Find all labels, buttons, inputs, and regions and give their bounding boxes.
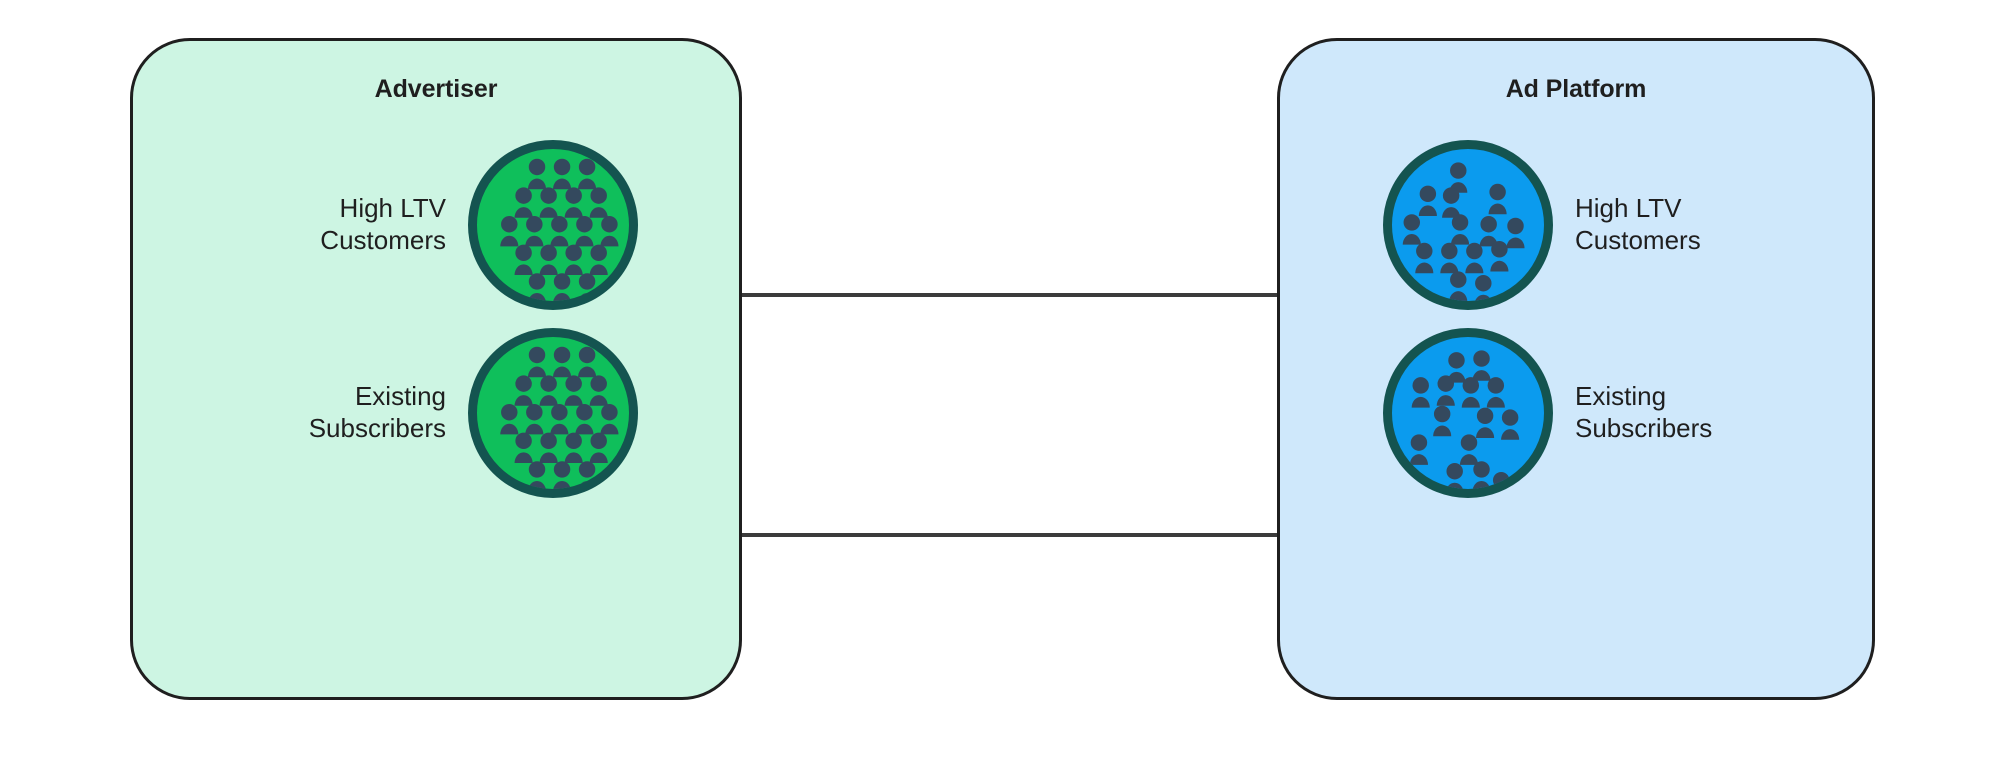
crowd-icon-advertiser-existing	[468, 328, 638, 498]
group-platform-high-ltv-label: High LTV Customers	[1575, 193, 1701, 255]
group-advertiser-existing-subscribers-label: Existing Subscribers	[308, 381, 446, 443]
crowd-icon-platform-existing	[1383, 328, 1553, 498]
panel-advertiser-title: Advertiser	[374, 75, 498, 103]
group-platform-high-ltv[interactable]: High LTV Customers	[1383, 140, 1805, 310]
crowd-icon-advertiser-high-ltv	[468, 140, 638, 310]
group-platform-existing-subscribers-label: Existing Subscribers	[1575, 381, 1713, 443]
panel-ad-platform-title: Ad Platform	[1505, 75, 1647, 103]
group-platform-existing-subscribers[interactable]: Existing Subscribers	[1383, 328, 1805, 498]
panel-advertiser[interactable]: Advertiser	[130, 38, 742, 700]
panel-ad-platform[interactable]: Ad Platform	[1277, 38, 1875, 700]
group-advertiser-high-ltv-label: High LTV Customers	[320, 193, 446, 255]
group-advertiser-existing-subscribers[interactable]: Existing Subscribers	[216, 328, 638, 498]
crowd-icon-platform-high-ltv	[1383, 140, 1553, 310]
group-advertiser-high-ltv[interactable]: High LTV Customers	[216, 140, 638, 310]
